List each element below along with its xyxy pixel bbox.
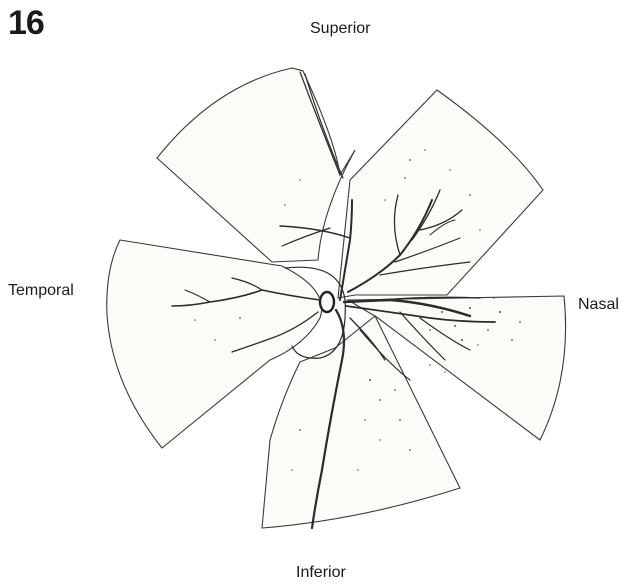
superior-temporal-petal [157, 68, 355, 262]
optic-disc [320, 292, 334, 312]
superior-nasal-petal [338, 90, 543, 298]
